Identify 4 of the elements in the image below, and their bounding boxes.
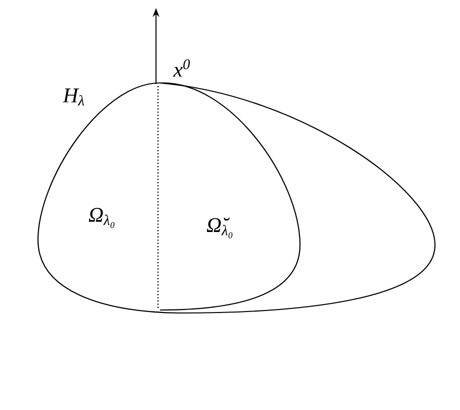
point-label: x$^{0}$ bbox=[173, 59, 190, 77]
curve-label: H$_{λ}$ bbox=[62, 88, 84, 106]
region-label: Ω$_{λ₀}$ bbox=[88, 208, 114, 228]
region-label: Ω̆$_{λ₀}$ bbox=[206, 218, 232, 238]
